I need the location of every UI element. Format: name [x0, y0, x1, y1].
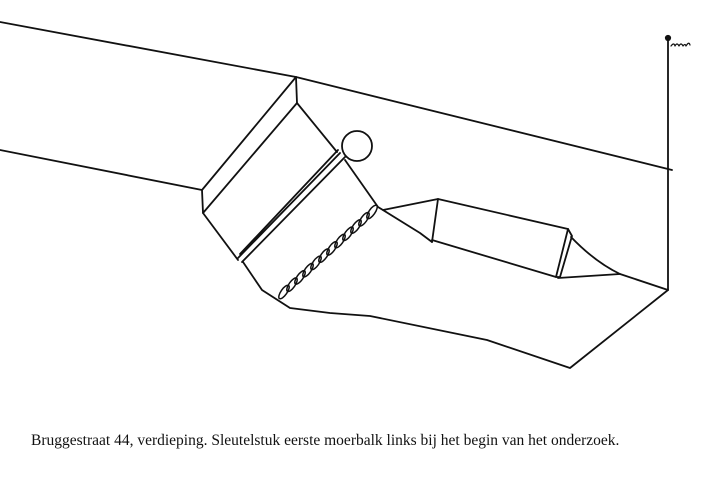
coil-decoration — [278, 204, 378, 300]
key-piece-lower-edge — [344, 159, 433, 243]
figure-caption: Bruggestraat 44, verdieping. Sleutelstuk… — [31, 432, 620, 449]
north-signature — [670, 42, 691, 47]
tenon-end-face — [555, 228, 573, 278]
key-piece-drawing — [0, 21, 691, 369]
peg-shaft — [237, 149, 346, 263]
key-block-front-edge — [295, 76, 338, 153]
left-beam-lower-edge — [0, 149, 203, 191]
key-block-top-face — [201, 76, 298, 214]
north-marker-dot — [664, 34, 672, 42]
right-wedge-line — [619, 273, 669, 291]
peg-head — [341, 130, 373, 162]
tenon-block — [431, 198, 569, 278]
key-block-side — [202, 212, 239, 261]
bottom-edge — [242, 261, 669, 369]
beam-top-edge — [0, 21, 673, 171]
right-wedge — [557, 236, 621, 279]
coil-loop — [366, 204, 378, 220]
left-wedge — [382, 198, 439, 243]
